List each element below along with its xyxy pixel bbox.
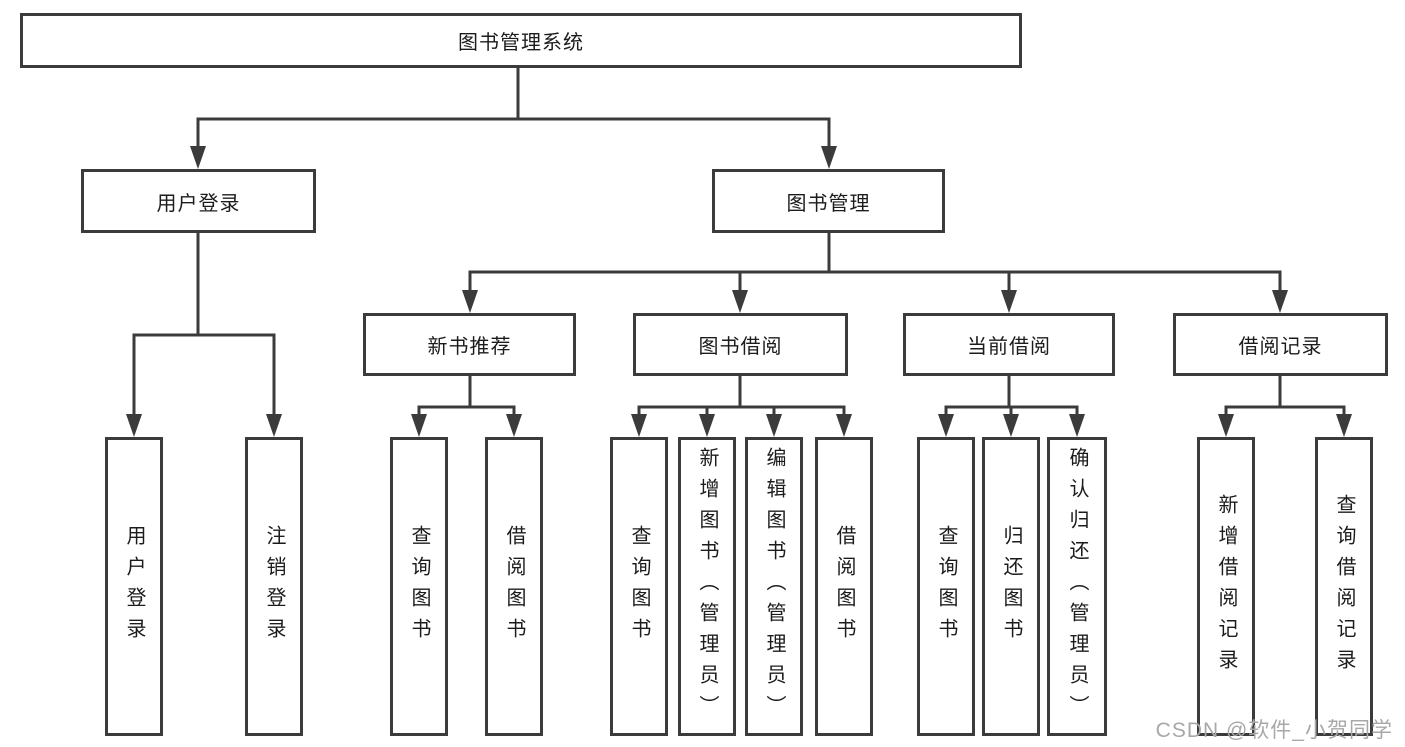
node-label: 图书借阅 xyxy=(698,336,783,358)
node-label: 借阅图书 xyxy=(833,524,855,649)
connector-borrow-records xyxy=(1218,376,1352,437)
arrowhead xyxy=(1272,290,1288,313)
node-label: 注销登录 xyxy=(263,524,285,649)
connector-root xyxy=(190,68,837,169)
arrowhead xyxy=(821,146,837,169)
leaf-query-book: 查询图书 xyxy=(390,437,448,736)
node-book-management: 图书管理 xyxy=(712,169,945,233)
node-user-login: 用户登录 xyxy=(81,169,316,233)
arrowhead xyxy=(1069,414,1085,437)
node-current-borrow: 当前借阅 xyxy=(903,313,1115,376)
node-label: 当前借阅 xyxy=(967,336,1051,358)
leaf-user-login: 用户登录 xyxy=(105,437,163,736)
arrowhead xyxy=(411,414,427,437)
connector-book-borrow xyxy=(631,376,852,437)
node-root: 图书管理系统 xyxy=(20,13,1022,68)
arrowhead xyxy=(462,290,478,313)
node-label: 查询图书 xyxy=(628,524,650,649)
arrowhead xyxy=(836,414,852,437)
arrowhead xyxy=(190,146,206,169)
arrowhead xyxy=(1001,290,1017,313)
connector-current-borrow xyxy=(938,376,1085,437)
leaf-logout: 注销登录 xyxy=(245,437,303,736)
node-label: 确认归还（管理员） xyxy=(1066,447,1088,726)
arrowhead xyxy=(732,290,748,313)
node-label: 新增借阅记录 xyxy=(1215,493,1237,680)
leaf-return-book: 归还图书 xyxy=(982,437,1040,736)
node-label: 图书管理系统 xyxy=(458,32,584,54)
node-label: 用户登录 xyxy=(123,524,145,649)
node-label: 借阅记录 xyxy=(1238,336,1323,358)
node-label: 用户登录 xyxy=(156,192,241,215)
leaf-query-borrow-record: 查询借阅记录 xyxy=(1315,437,1373,736)
node-label: 归还图书 xyxy=(1000,524,1022,649)
node-label: 新增图书（管理员） xyxy=(696,447,718,726)
arrowhead xyxy=(938,414,954,437)
leaf-add-book-admin: 新增图书（管理员） xyxy=(678,437,736,736)
node-label: 查询借阅记录 xyxy=(1333,493,1355,680)
arrowhead xyxy=(1218,414,1234,437)
leaf-borrow-book: 借阅图书 xyxy=(815,437,873,736)
node-borrow-records: 借阅记录 xyxy=(1173,313,1388,376)
connector-user-login xyxy=(126,233,282,437)
leaf-add-borrow-record: 新增借阅记录 xyxy=(1197,437,1255,736)
arrowhead xyxy=(631,414,647,437)
arrowhead xyxy=(1003,414,1019,437)
node-new-book-recommend: 新书推荐 xyxy=(363,313,576,376)
node-label: 新书推荐 xyxy=(427,336,512,358)
node-label: 图书管理 xyxy=(786,192,871,215)
leaf-confirm-return-admin: 确认归还（管理员） xyxy=(1047,437,1107,736)
arrowhead xyxy=(266,414,282,437)
leaf-edit-book-admin: 编辑图书（管理员） xyxy=(745,437,803,736)
arrowhead xyxy=(1336,414,1352,437)
leaf-query-book: 查询图书 xyxy=(610,437,668,736)
node-label: 编辑图书（管理员） xyxy=(763,447,785,726)
arrowhead xyxy=(766,414,782,437)
node-label: 查询图书 xyxy=(408,524,430,649)
leaf-query-book: 查询图书 xyxy=(917,437,975,736)
arrowhead xyxy=(699,414,715,437)
connector-book-management xyxy=(462,233,1288,313)
leaf-borrow-book: 借阅图书 xyxy=(485,437,543,736)
node-label: 查询图书 xyxy=(935,524,957,649)
node-label: 借阅图书 xyxy=(503,524,525,649)
arrowhead xyxy=(126,414,142,437)
connector-new-book-recommend xyxy=(411,376,522,437)
node-book-borrow: 图书借阅 xyxy=(633,313,848,376)
arrowhead xyxy=(506,414,522,437)
watermark: CSDN @软件_小贺同学 xyxy=(1155,719,1393,742)
